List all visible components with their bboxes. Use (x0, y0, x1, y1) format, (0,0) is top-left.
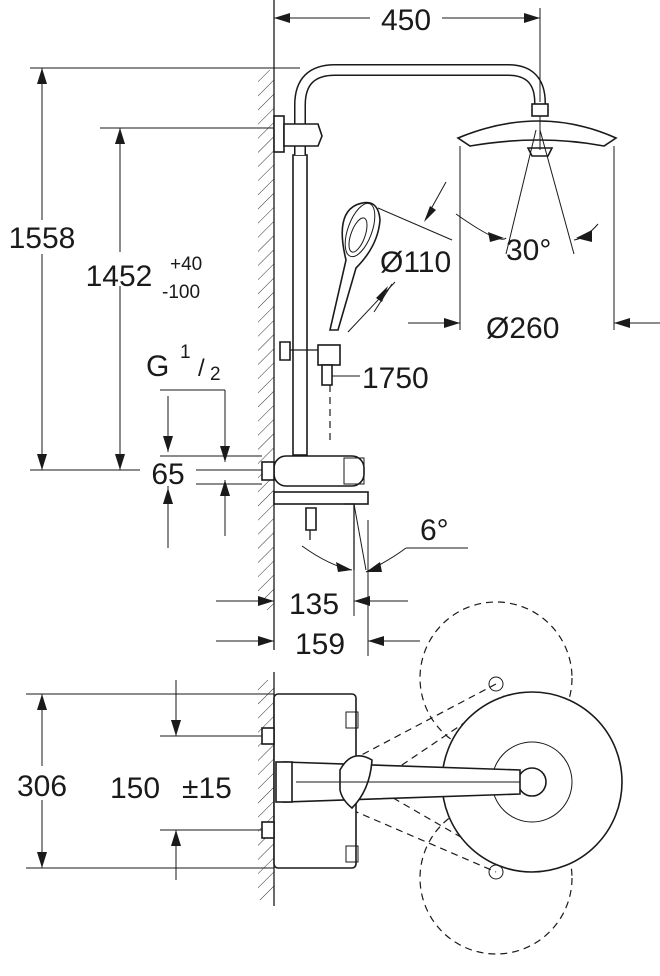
dim-306-label: 306 (17, 770, 67, 803)
dim-1452-tol-plus: +40 (170, 254, 202, 275)
dim-head-tilt: 30° (455, 129, 599, 267)
dim-135: 135 (216, 570, 408, 621)
wall-bracket-mid (279, 341, 291, 361)
side-view: 450 1558 1452 +40 -100 (0, 0, 660, 661)
thermostat-body (273, 455, 365, 487)
dim-150: 150 ±15 (110, 680, 262, 880)
dim-450-label: 450 (381, 4, 431, 37)
wall-hatch-top (258, 680, 274, 900)
thread-g-label: G (146, 350, 169, 383)
head-shower-diameter-label: Ø260 (486, 312, 559, 345)
bracket-clamp-top (283, 123, 323, 147)
dim-head-shower-diameter: Ø260 (408, 146, 660, 345)
thermostat-mixer (261, 455, 369, 570)
dim-1558: 1558 (0, 67, 300, 470)
head-tilt-label: 30° (506, 234, 551, 267)
shelf (273, 491, 369, 505)
shower-riser-pipe (292, 154, 308, 456)
dim-65: 65 (140, 455, 262, 548)
swing-position-upper (419, 601, 573, 755)
wall-bracket-top (273, 115, 285, 153)
dim-65-label: 65 (151, 458, 184, 491)
dim-450: 450 (274, 2, 541, 102)
dim-1452-tol-minus: -100 (162, 282, 200, 303)
dim-135-label: 135 (289, 588, 339, 621)
dim-spout-tilt: 6° (301, 503, 468, 573)
spout-tilt-label: 6° (420, 514, 449, 547)
dim-306: 306 (4, 693, 274, 869)
swing-position-lower (419, 801, 573, 955)
hand-shower-diameter-label: Ø110 (380, 246, 451, 279)
dim-1452-label: 1452 (86, 260, 153, 293)
dim-159: 159 (216, 520, 420, 661)
dim-150-tol: ±15 (182, 772, 232, 805)
dim-hand-shower-diameter: Ø110 (347, 181, 453, 333)
slider-holder (317, 344, 341, 366)
svg-text:/: / (198, 355, 205, 382)
thread-numerator: 1 (180, 342, 191, 363)
hand-shower (328, 201, 381, 331)
hose-length-label: 1750 (362, 362, 429, 395)
thermostat-knob (343, 457, 365, 485)
dim-hose-length: 1750 (332, 362, 429, 395)
dim-159-label: 159 (295, 628, 345, 661)
head-shower (456, 103, 618, 157)
top-view: 306 150 ±15 (4, 601, 623, 955)
head-shower-plate (456, 120, 618, 147)
wall-hatch-side (258, 70, 274, 610)
hand-shower-body (328, 201, 381, 331)
dim-thread: G 1 / 2 (146, 342, 230, 462)
thread-denominator: 2 (210, 364, 221, 385)
inlet-connector (261, 461, 275, 481)
spout-outline (344, 503, 355, 570)
dim-150-label: 150 (110, 772, 160, 805)
dim-1558-label: 1558 (9, 222, 76, 255)
dim-1452: 1452 +40 -100 (76, 127, 274, 470)
